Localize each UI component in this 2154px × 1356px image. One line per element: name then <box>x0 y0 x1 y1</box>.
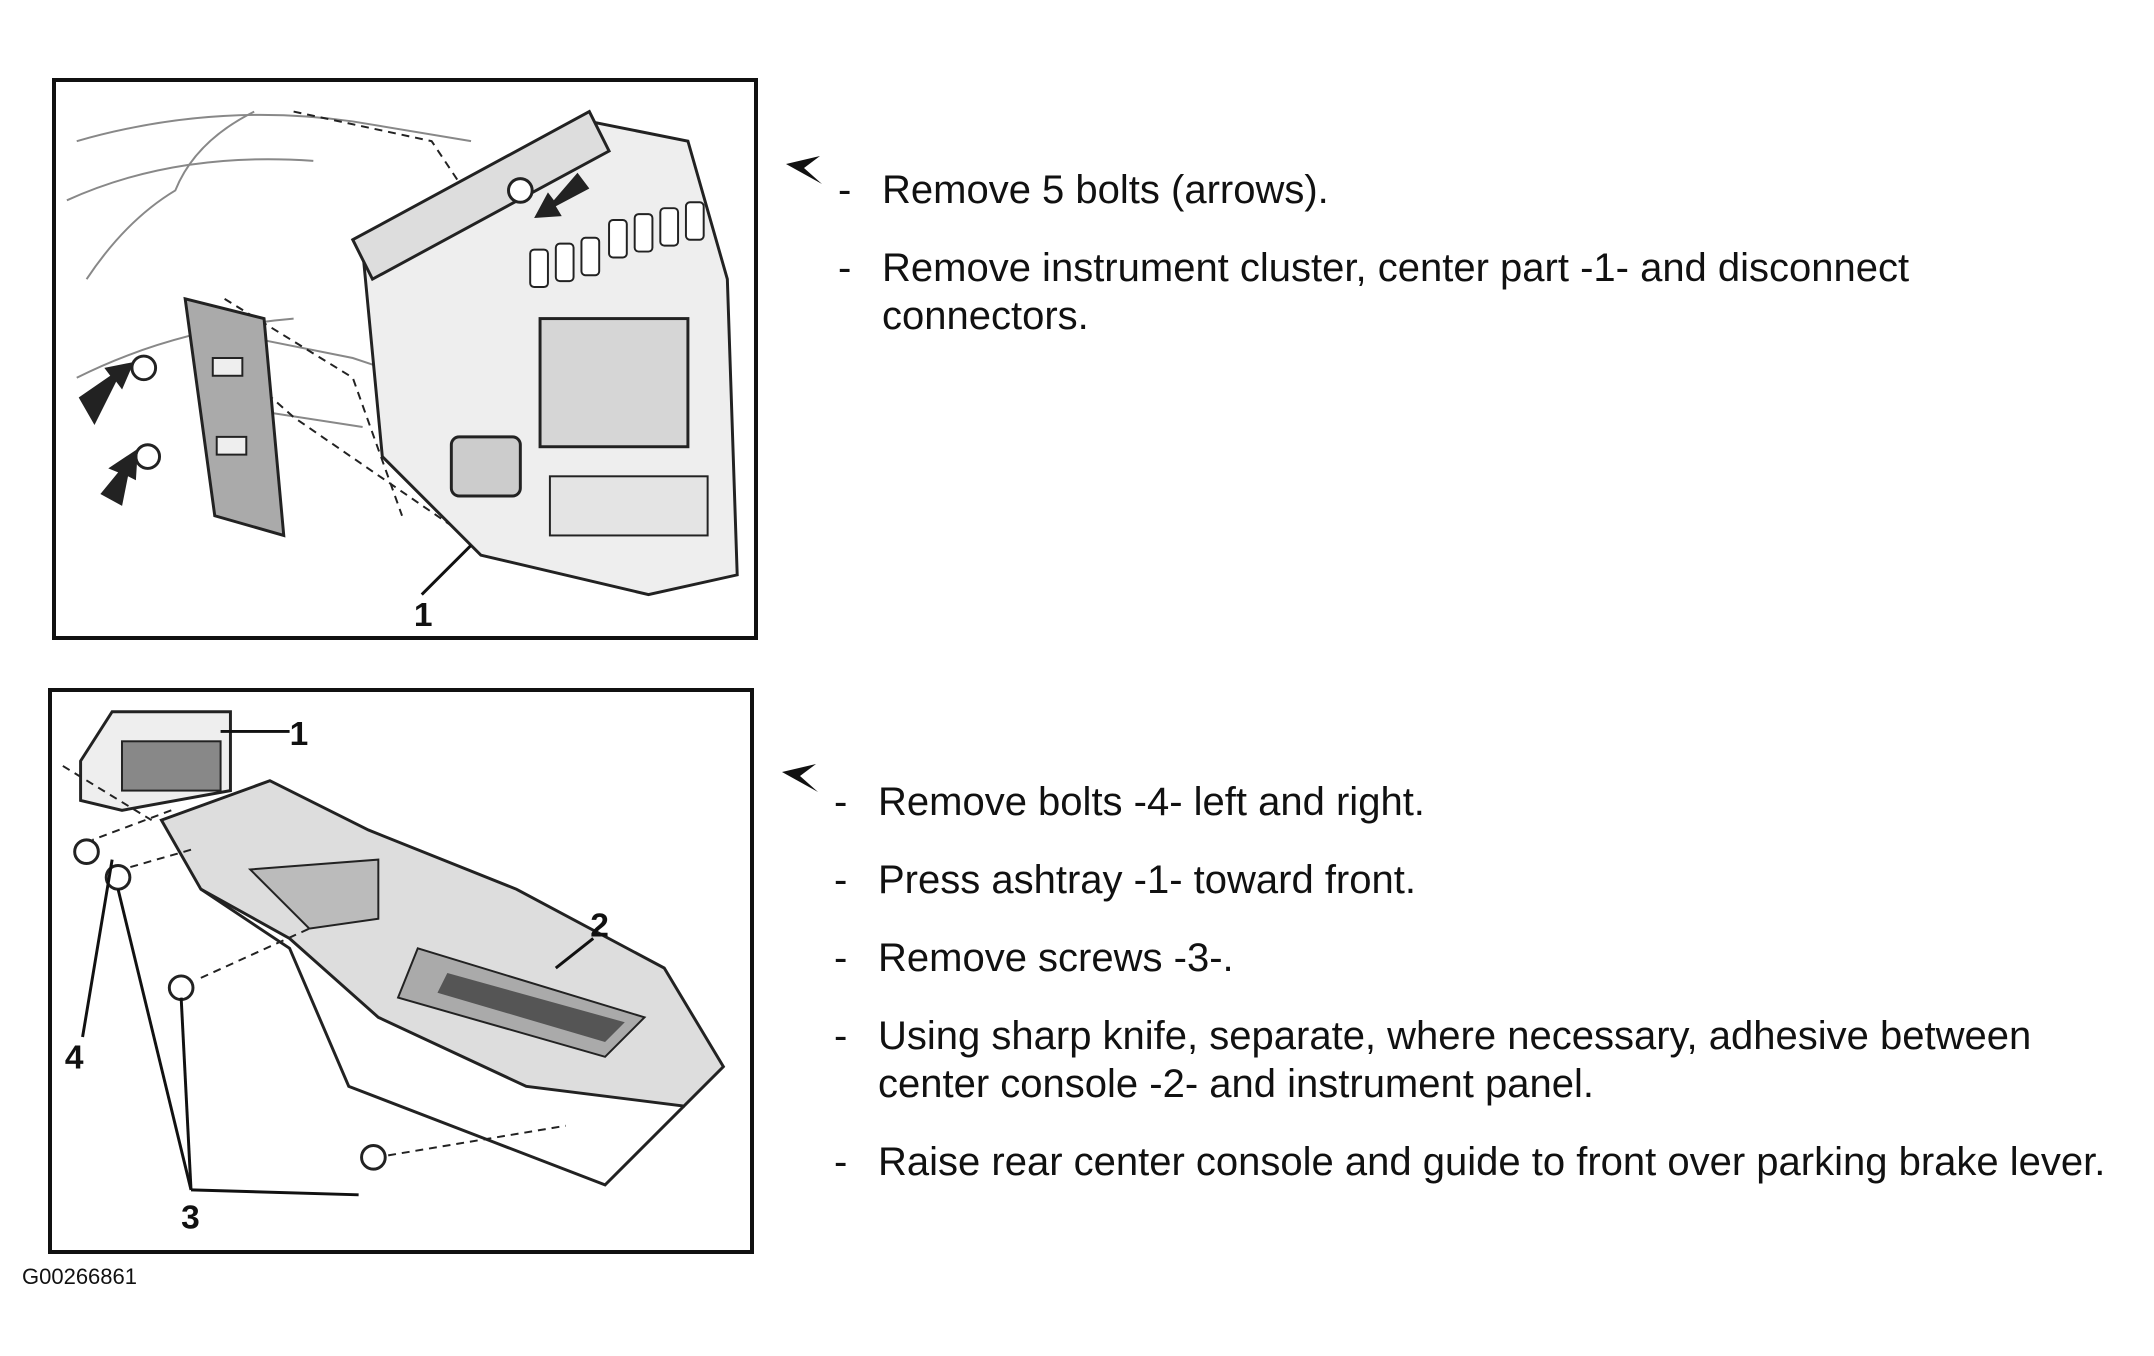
step-text: Raise rear center console and guide to f… <box>878 1140 2106 1184</box>
center-console-drawing: 1 2 3 4 <box>62 710 726 1236</box>
step-text: Remove 5 bolts (arrows). <box>882 168 1329 212</box>
step-item: -Remove screws -3-. <box>834 936 1234 980</box>
center-console <box>159 779 726 1187</box>
bolts <box>130 177 534 470</box>
screws <box>73 838 387 1171</box>
callout-1: 1 <box>414 597 433 634</box>
arrowhead-icon <box>786 156 822 184</box>
figure-id: G00266861 <box>22 1264 137 1289</box>
step-item: -Press ashtray -1- toward front. <box>834 858 1416 902</box>
illustration-instrument-cluster: 1 <box>52 78 758 640</box>
callout-leader-1 <box>420 544 473 596</box>
climate-panel <box>548 475 709 537</box>
callout-4: 4 <box>65 1040 84 1077</box>
step-text: Press ashtray -1- toward front. <box>878 858 1416 902</box>
steps-list-1: -Remove 5 bolts (arrows). -Remove instru… <box>838 166 2118 370</box>
display-screen <box>538 317 690 449</box>
button-row <box>529 201 705 289</box>
step-text: Remove screws -3-. <box>878 936 1234 980</box>
center-part <box>350 109 739 597</box>
leader-lines <box>62 765 566 1157</box>
step-item: -Remove 5 bolts (arrows). <box>838 168 1329 212</box>
step-item: -Remove instrument cluster, center part … <box>838 246 1910 338</box>
arrowhead-icon <box>782 764 818 792</box>
step-text: Remove bolts -4- left and right. <box>878 780 1425 824</box>
step-text: Remove instrument cluster, center part -… <box>882 246 1910 338</box>
instrument-cluster-drawing: 1 <box>66 109 739 634</box>
step-item: -Raise rear center console and guide to … <box>834 1140 2106 1184</box>
callout-1: 1 <box>290 716 309 753</box>
callout-2: 2 <box>590 907 609 944</box>
step-text: Using sharp knife, separate, where neces… <box>878 1014 2032 1106</box>
ashtray <box>79 710 232 812</box>
arrow-icon <box>78 172 590 506</box>
callout-leaders <box>81 729 595 1197</box>
steps-list-2: -Remove bolts -4- left and right. -Press… <box>834 778 2134 1216</box>
leader-lines <box>204 110 472 527</box>
callout-3: 3 <box>181 1199 200 1236</box>
step-item: -Remove bolts -4- left and right. <box>834 780 1425 824</box>
mounting-bracket <box>183 296 286 538</box>
step-item: -Using sharp knife, separate, where nece… <box>834 1014 2032 1106</box>
connector <box>449 435 522 498</box>
illustration-center-console: 1 2 3 4 <box>48 688 754 1254</box>
